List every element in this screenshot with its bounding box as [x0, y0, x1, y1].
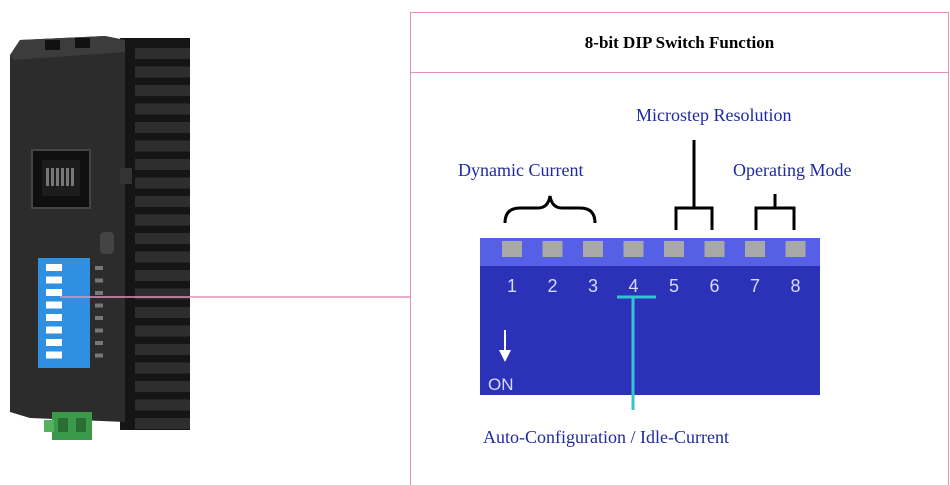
dip-slider-5	[664, 241, 684, 257]
terminal-block	[44, 412, 92, 440]
heatsink-fin	[135, 122, 190, 133]
mini-dip-mark	[95, 278, 103, 283]
heatsink-fin	[135, 48, 190, 59]
mini-dip-mark	[95, 316, 103, 320]
mini-dip-toggle	[46, 264, 62, 271]
bracket-dynamic-current	[503, 195, 597, 224]
heatsink-fin	[135, 307, 190, 318]
label-auto-configuration: Auto-Configuration / Idle-Current	[483, 427, 729, 447]
dip-number-3: 3	[588, 276, 598, 296]
mini-dip-toggle	[46, 351, 62, 359]
mini-dip-toggle	[46, 314, 62, 321]
mini-dip-toggle	[46, 326, 62, 334]
label-microstep-resolution: Microstep Resolution	[636, 105, 792, 125]
auto-config-marker	[617, 295, 656, 410]
heatsink-fin	[135, 251, 190, 263]
on-arrow-icon	[499, 330, 511, 362]
bracket-operating-mode	[754, 194, 796, 230]
mini-dip-mark	[95, 328, 103, 333]
dip-number-8: 8	[790, 276, 800, 296]
heatsink-fin	[135, 214, 190, 226]
heatsink-fin	[135, 140, 190, 152]
mini-dip-mark	[95, 266, 103, 270]
heatsink	[120, 38, 190, 430]
heatsink-fin	[135, 196, 190, 207]
dip-number-6: 6	[709, 276, 719, 296]
on-label: ON	[488, 375, 514, 394]
label-operating-mode: Operating Mode	[733, 160, 852, 180]
mini-dip-mark	[95, 291, 103, 295]
dip-number-4: 4	[628, 276, 638, 296]
dip-slider-7	[745, 241, 765, 257]
dip-switch-top-strip	[480, 238, 820, 266]
heatsink-fin	[135, 159, 190, 170]
mini-dip-mark	[95, 303, 103, 308]
heatsink-fin	[135, 85, 190, 96]
panel-title: 8-bit DIP Switch Function	[411, 13, 948, 73]
dip-number-1: 1	[507, 276, 517, 296]
dip-slider-4	[623, 241, 644, 257]
label-dynamic-current: Dynamic Current	[458, 160, 584, 180]
heatsink-fin	[135, 177, 190, 189]
heatsink-fin	[135, 233, 190, 244]
mini-dip-toggle	[46, 289, 62, 296]
heatsink-fin	[135, 270, 190, 281]
dip-function-panel: 8-bit DIP Switch Function	[410, 12, 949, 485]
driver-image	[10, 36, 190, 440]
dip-slider-1	[502, 241, 522, 257]
dip-number-7: 7	[750, 276, 760, 296]
bracket-microstep-resolution	[674, 140, 714, 230]
heatsink-fin	[135, 344, 190, 355]
dip-number-2: 2	[547, 276, 557, 296]
mini-dip-toggle	[46, 301, 62, 309]
heatsink-fin	[135, 325, 190, 337]
heatsink-fin	[135, 418, 190, 429]
dip-slider-8	[785, 241, 806, 257]
mini-dip-switch	[38, 258, 103, 368]
dip-number-5: 5	[669, 276, 679, 296]
dip-slider-3	[583, 241, 603, 257]
mini-dip-mark	[95, 341, 103, 345]
heatsink-fin	[135, 381, 190, 392]
mini-dip-toggle	[46, 276, 62, 284]
heatsink-fin	[135, 103, 190, 115]
mini-dip-toggle	[46, 339, 62, 346]
heatsink-fin	[135, 288, 190, 300]
heatsink-fin	[135, 399, 190, 411]
dip-slider-2	[542, 241, 563, 257]
dip-slider-6	[704, 241, 725, 257]
heatsink-fin	[135, 66, 190, 78]
rj45-port	[31, 149, 91, 209]
heatsink-fin	[135, 362, 190, 374]
mini-dip-mark	[95, 353, 103, 358]
